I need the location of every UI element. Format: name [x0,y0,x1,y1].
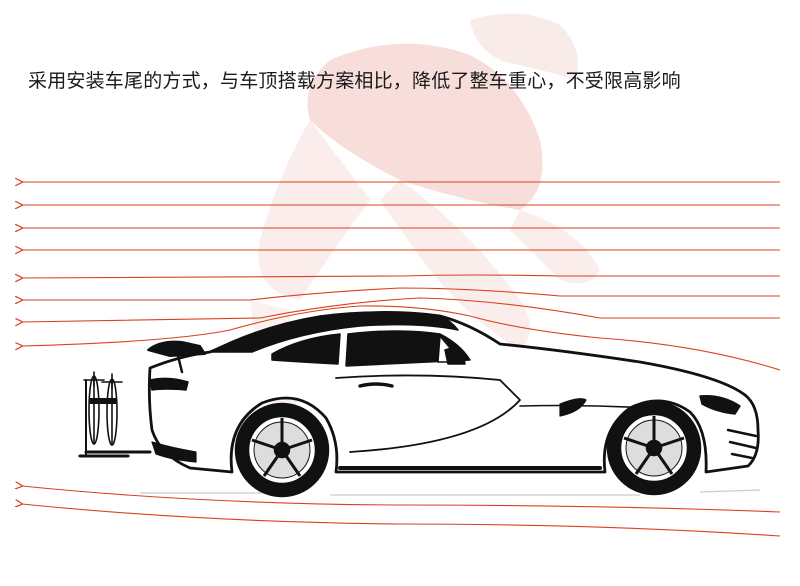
airflow-line-10 [22,504,781,537]
car-door-line [335,374,521,453]
car-door-handle [358,382,394,388]
airflow-line-8 [22,305,781,371]
airflow-line-5 [22,275,780,278]
airflow-lines [22,182,781,537]
airflow-line-6 [22,287,780,300]
car-rear-window [271,333,341,365]
car-headlight [699,394,741,415]
headline-text: 采用安装车尾的方式，与车顶搭载方案相比，降低了整车重心，不受限高影响 [28,70,681,92]
rack-clamp [90,398,116,404]
bike-1 [83,371,105,445]
car-tail-light [149,377,189,391]
airflow-line-9 [22,486,781,513]
rear-bike-rack [78,371,152,458]
airflow-line-7 [22,297,780,322]
bike-2 [101,373,123,446]
front-wheel [606,400,702,496]
car-side-vent [559,398,587,417]
car-rear-diffuser [151,441,197,463]
car-side-mirror [444,347,466,365]
car-front-grille [726,428,758,460]
car-rear-spoiler [147,340,206,357]
rear-wheel [234,402,330,498]
sports-car [147,311,760,474]
car-roof-shadow [209,311,459,353]
